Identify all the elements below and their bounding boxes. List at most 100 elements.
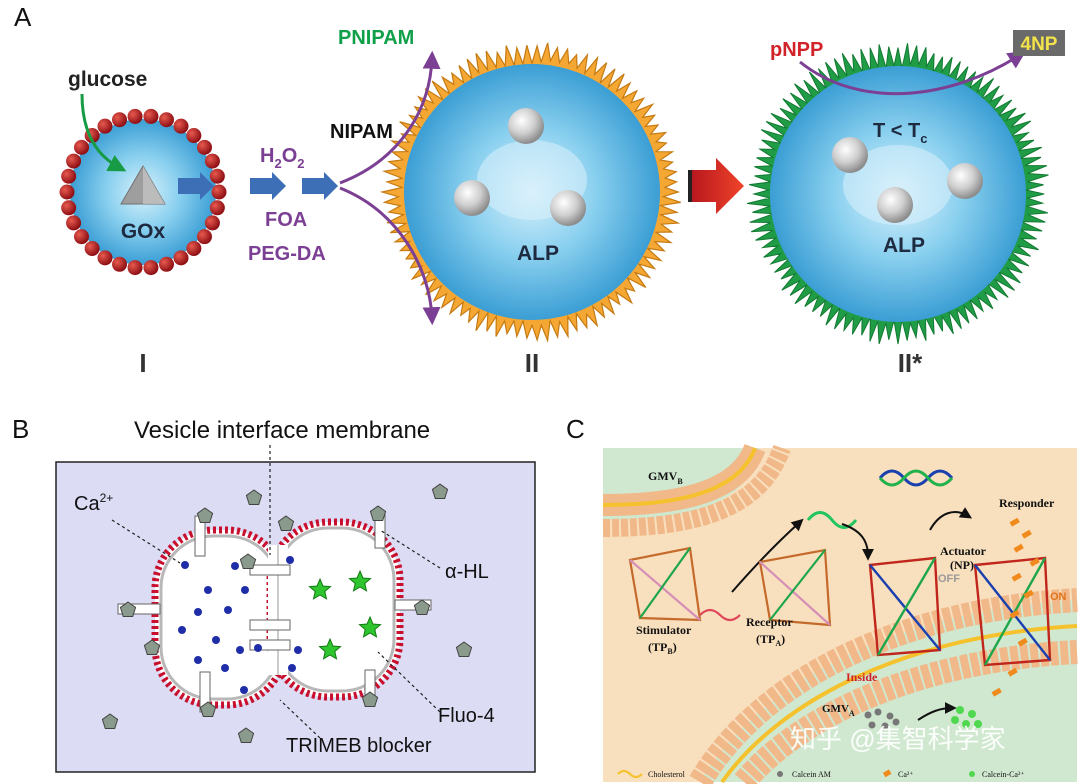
red-dot-icon [74,229,90,245]
alp-sphere-icon [454,180,490,216]
gmvb-label: GMVB [648,469,683,486]
flux-icon [1029,557,1040,567]
temperature-label: T < Tc [873,120,927,146]
vesicle-left [151,526,289,709]
flux-icon [1021,529,1032,539]
alp-sphere-icon [550,190,586,226]
red-dot-icon [61,168,77,184]
red-dot-icon [84,240,100,256]
panel-c-legend: Cholesterol Calcein AM Ca²⁺ Calcein-Ca²⁺ [617,769,1025,779]
red-dot-icon [158,256,174,272]
on-label: ON [1050,591,1067,603]
ca-flux-icons [991,517,1040,697]
pnpp-label: pNPP [770,39,823,61]
red-dot-icon [143,108,159,124]
blue-dot-icon [240,686,248,694]
foa-label: FOA [265,209,307,231]
ca-icon [882,769,892,778]
glucose-label: glucose [68,68,147,91]
panel-c-letter: C [566,414,585,444]
blue-dot-icon [194,656,202,664]
purple-arrow-up [339,50,441,185]
pentagon-icon [196,507,214,523]
process-arrows [731,507,973,721]
off-label: OFF [938,573,960,585]
panel-b-letter: B [12,414,29,444]
dna-tetrahedron-actuator-off [868,556,942,657]
trimeb-label: TRIMEB blocker [286,735,432,757]
tpb-label: (TPB) [648,640,677,656]
red-dot-icon [127,260,143,276]
gox-label: GOx [121,220,166,243]
legend-ca: Ca²⁺ [898,770,914,779]
receptor-label: Receptor [746,615,793,629]
fluo4-label: Fluo-4 [438,705,495,727]
red-dot-icon [186,240,202,256]
gmva-label: GMVA [822,703,855,718]
flux-icon [1023,589,1034,599]
tpa-label: (TPA) [756,632,785,648]
alp-sphere-icon [832,137,868,173]
responder-label: Responder [999,496,1055,510]
4np-badge [1013,30,1065,56]
alp-sphere-icon [947,163,983,199]
pentagon-icon [455,641,473,657]
red-dot-icon [74,139,90,155]
inside-label: Inside [846,670,878,684]
red-dot-icon [112,256,128,272]
dna-tetrahedron-stimulator [628,546,741,622]
red-dot-icon [158,112,174,128]
leader-lines [111,445,441,739]
star-icon [348,569,372,592]
flux-icon [1017,637,1028,647]
red-dot-icon [196,139,212,155]
legend-cholesterol: Cholesterol [648,770,686,779]
pnipam-label: PNIPAM [338,27,414,49]
flux-icon [1009,609,1020,619]
alpha-hl-label: α-HL [445,561,489,583]
pentagon-icon [245,489,263,505]
blue-dot-icon [236,646,244,654]
blue-dot-icon [224,606,232,614]
alp-label: ALP [883,234,925,257]
stage-2-vesicle: ALP [379,42,681,343]
stage-2-star-vesicle: T < Tc ALP [746,43,1049,345]
pentagon-icon [277,515,295,531]
red-dot-ring [59,108,227,276]
pentagon-icon [199,701,217,717]
red-dot-icon [209,168,225,184]
4np-label: 4NP [1021,34,1058,55]
stage-2-label: II [525,348,539,378]
blue-dot-icon [181,561,189,569]
nipam-label: NIPAM [330,121,393,143]
flux-icon [991,687,1002,697]
blue-dot-icon [194,608,202,616]
red-dot-icon [59,184,75,200]
blue-dot-icon [294,646,302,654]
red-dot-icon [196,229,212,245]
blue-dot-icon [241,586,249,594]
alp-sphere-icon [508,108,544,144]
red-dot-icon [61,200,77,216]
red-dot-icon [97,250,113,266]
purple-arrow-down [339,186,441,326]
pentagon-icon [237,727,255,743]
stage-1-label: I [139,348,146,378]
fluo4-star-icons [308,569,382,660]
h2o2-label: H2O2 [260,145,304,171]
legend-calcein-am: Calcein AM [792,770,831,779]
blue-dot-icon [254,644,262,652]
blue-dot-icon [221,664,229,672]
calcein-am-icon [777,771,783,777]
blue-dot-icon [204,586,212,594]
dna-tetrahedron-receptor [758,548,832,627]
panel-a-letter: A [14,2,32,32]
alp-sphere-icon [877,187,913,223]
red-dot-icon [112,112,128,128]
dna-helix-icon [878,469,954,487]
blue-dot-icon [288,664,296,672]
pentagon-icon [101,713,119,729]
blue-dot-icon [178,626,186,634]
panel-b-title: Vesicle interface membrane [134,417,430,444]
